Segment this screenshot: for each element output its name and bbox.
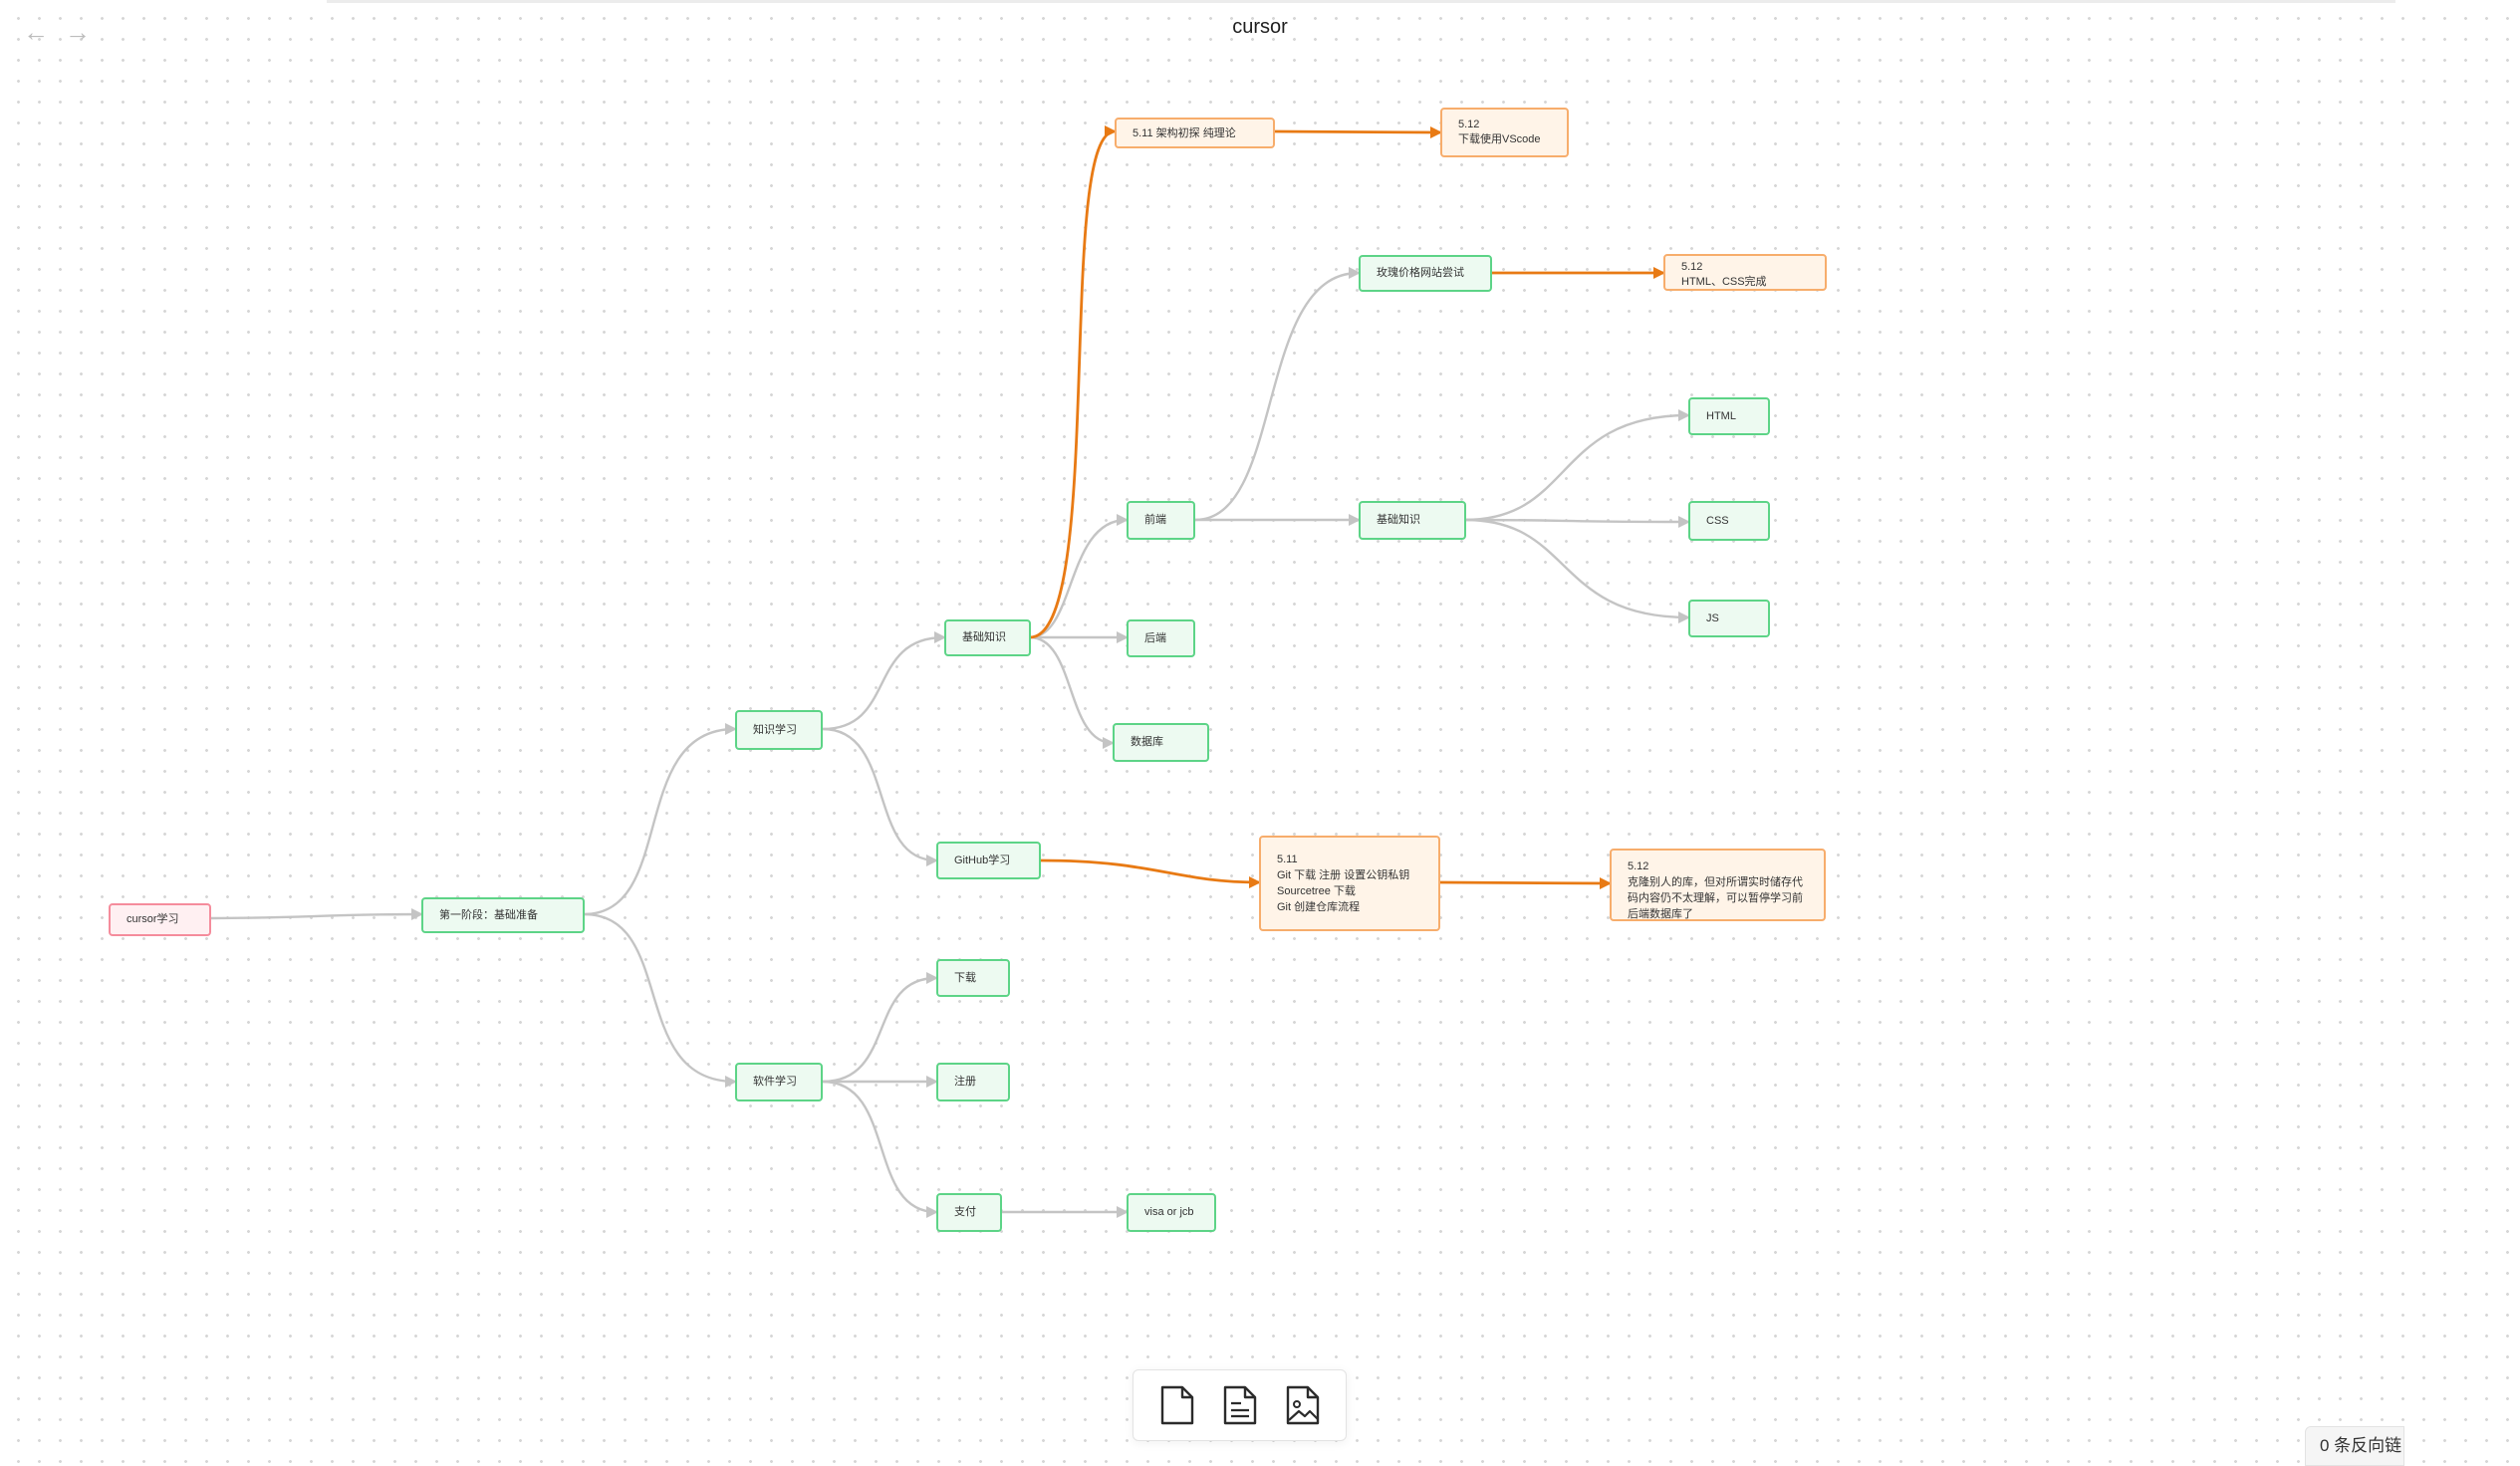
mindmap-root-node[interactable]: cursor学习	[109, 903, 211, 936]
knowledge-learning-node[interactable]: 知识学习	[735, 710, 823, 750]
note-511-architecture[interactable]: 5.11 架构初探 纯理论	[1115, 118, 1275, 148]
html-node[interactable]: HTML	[1688, 397, 1770, 435]
bottom-toolbar	[1133, 1369, 1347, 1441]
database-node[interactable]: 数据库	[1113, 723, 1209, 762]
visa-jcb-node[interactable]: visa or jcb	[1127, 1193, 1216, 1232]
image-file-icon	[1286, 1385, 1319, 1425]
arrow-right-icon: →	[65, 17, 91, 47]
note-512-html-css[interactable]: 5.12 HTML、CSS完成	[1663, 254, 1827, 291]
payment-node[interactable]: 支付	[936, 1193, 1002, 1232]
github-learning-node[interactable]: GitHub学习	[936, 842, 1041, 879]
forward-button[interactable]: →	[60, 14, 96, 50]
backlinks-counter[interactable]: 0 条反向链	[2305, 1426, 2404, 1466]
software-learning-node[interactable]: 软件学习	[735, 1063, 823, 1101]
new-image-button[interactable]	[1279, 1381, 1327, 1429]
frontend-node[interactable]: 前端	[1127, 501, 1195, 540]
js-node[interactable]: JS	[1688, 600, 1770, 637]
stage1-node[interactable]: 第一阶段：基础准备	[421, 897, 585, 933]
basics-node[interactable]: 基础知识	[944, 619, 1031, 656]
page-title: cursor	[1232, 16, 1288, 38]
back-button[interactable]: ←	[18, 14, 54, 50]
arrow-left-icon: ←	[23, 17, 49, 47]
document-icon	[1223, 1385, 1256, 1425]
new-page-button[interactable]	[1153, 1381, 1201, 1429]
new-page-icon	[1160, 1385, 1193, 1425]
note-511-git[interactable]: 5.11 Git 下载 注册 设置公钥私钥 Sourcetree 下载 Git …	[1259, 836, 1440, 931]
frontend-basics-node[interactable]: 基础知识	[1359, 501, 1466, 540]
mindmap-connectors	[210, 125, 1690, 1218]
register-node[interactable]: 注册	[936, 1063, 1010, 1101]
rose-price-site-node[interactable]: 玫瑰价格网站尝试	[1359, 255, 1492, 292]
download-node[interactable]: 下载	[936, 959, 1010, 997]
css-node[interactable]: CSS	[1688, 501, 1770, 541]
top-divider	[327, 0, 2395, 3]
new-document-button[interactable]	[1216, 1381, 1264, 1429]
note-512-vscode[interactable]: 5.12 下载使用VScode	[1440, 108, 1569, 157]
backend-node[interactable]: 后端	[1127, 619, 1195, 657]
note-512-clone-repo[interactable]: 5.12 克隆别人的库，但对所谓实时储存代 码内容仍不太理解，可以暂停学习前 后…	[1610, 849, 1826, 921]
